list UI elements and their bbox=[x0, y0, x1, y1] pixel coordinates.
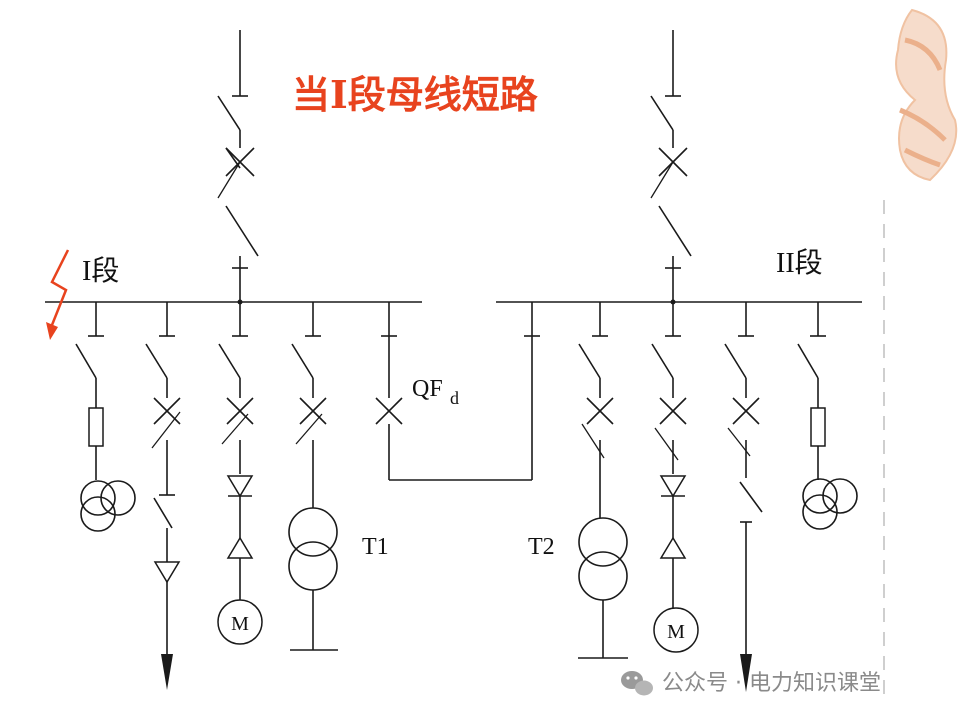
incoming-feeder-2 bbox=[650, 30, 692, 302]
incoming-feeder-1 bbox=[217, 30, 259, 302]
watermark-text: 公众号 · 电力知识课堂 bbox=[662, 671, 881, 696]
seal-decoration-icon bbox=[895, 8, 958, 182]
branch-transformer-1: T1 bbox=[288, 302, 389, 651]
wechat-icon bbox=[621, 671, 653, 696]
bus-label-section-1: I段 bbox=[82, 255, 119, 287]
bus-label-section-2: II段 bbox=[776, 247, 823, 279]
branch-outgoing-line-1 bbox=[145, 302, 181, 690]
watermark: 公众号 · 电力知识课堂 bbox=[621, 671, 881, 696]
diagram-title: 当I段母线短路 bbox=[292, 72, 539, 117]
breaker-label-qf: QF bbox=[412, 376, 443, 402]
branch-motor-2: M bbox=[651, 302, 699, 653]
breaker-label-subscript: d bbox=[450, 388, 459, 408]
motor-symbol-2 bbox=[653, 607, 699, 653]
transformer-label-t1: T1 bbox=[362, 534, 389, 560]
motor-label-2: M bbox=[667, 621, 685, 643]
branch-outgoing-line-2 bbox=[724, 302, 763, 692]
fault-lightning-icon bbox=[46, 249, 70, 340]
bus-tie-breaker bbox=[375, 302, 540, 481]
branch-transformer-2: T2 bbox=[528, 302, 628, 659]
motor-symbol-1 bbox=[217, 599, 263, 645]
branch-motor-1: M bbox=[217, 302, 263, 645]
transformer-label-t2: T2 bbox=[528, 534, 555, 560]
branch-voltage-transformer-2 bbox=[797, 302, 858, 530]
motor-label-1: M bbox=[231, 613, 249, 635]
branch-voltage-transformer-1 bbox=[75, 302, 136, 532]
